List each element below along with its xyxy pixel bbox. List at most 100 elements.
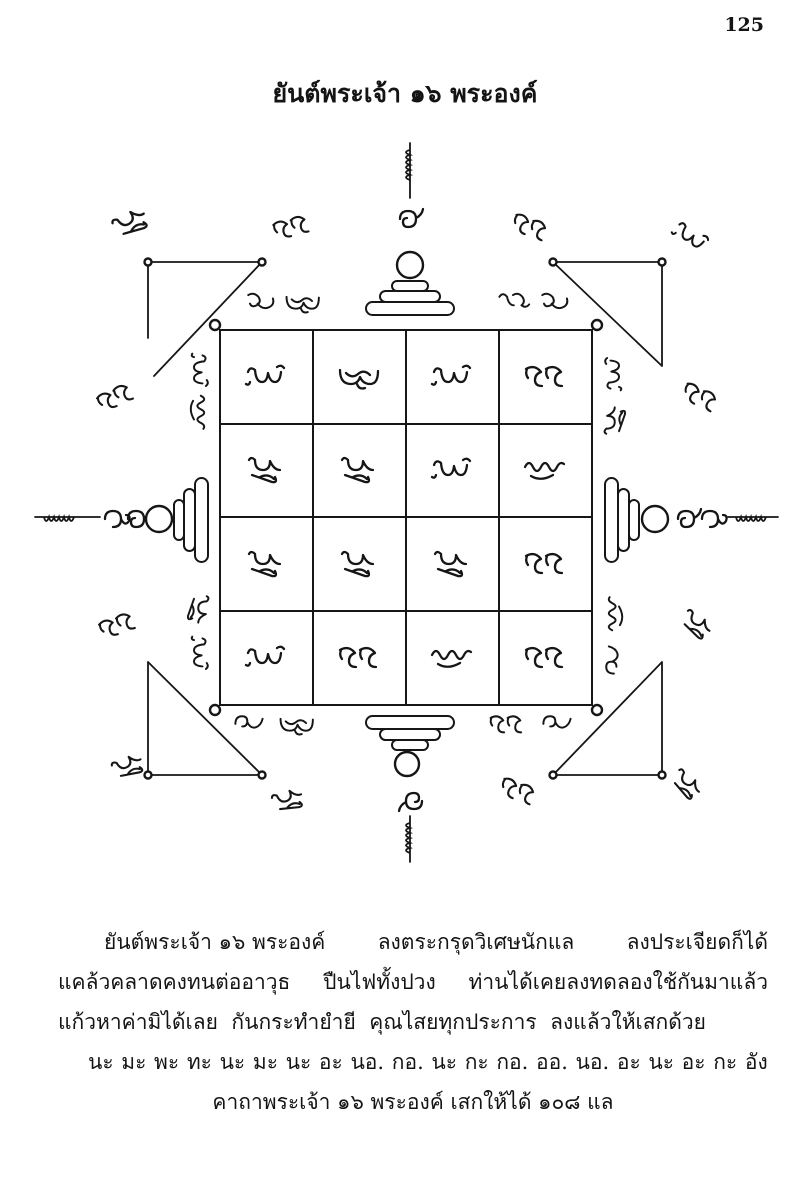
mantra-syllable: ออ. <box>535 1049 568 1074</box>
triangle-end-loop <box>257 770 267 780</box>
khom-sigil-icon <box>670 217 711 254</box>
page-number: 125 <box>724 14 764 36</box>
khom-sigil-icon <box>247 456 282 484</box>
text-segment: ลงประเจียดก็ได้ <box>626 929 768 954</box>
khom-sigil-icon <box>678 608 716 642</box>
left-pedestal-tier <box>173 499 185 541</box>
khom-sigil-icon <box>338 368 380 390</box>
text-segment: แก้วหาค่ามิได้เลย <box>58 1009 218 1034</box>
khom-sigil-icon <box>109 748 147 784</box>
top-pedestal-tier <box>365 301 455 316</box>
khom-sigil-icon <box>607 596 624 632</box>
triangle-end-loop <box>143 770 153 780</box>
mantra-syllable: กะ <box>464 1049 489 1074</box>
mantra-syllable: กะ <box>713 1049 738 1074</box>
khom-sigil-icon <box>430 649 473 668</box>
left-orb <box>144 504 174 534</box>
khom-sigil-icon <box>95 382 134 414</box>
grid-corner-loop <box>208 703 222 717</box>
khom-sigil-icon <box>234 715 264 729</box>
top-orb <box>395 250 425 280</box>
khom-sigil-icon <box>110 202 152 243</box>
grid-cell <box>498 329 593 425</box>
khom-sigil-icon <box>433 550 468 578</box>
khom-sigil-icon <box>270 783 307 818</box>
text-segment: ปืนไฟทั้งปวง <box>323 969 436 994</box>
grid-cell <box>405 610 500 706</box>
khom-sigil-icon <box>430 457 472 479</box>
mantra-syllable: นะ <box>648 1049 675 1074</box>
khom-sigil-icon <box>338 646 378 669</box>
right-numeral-sigil-icon <box>700 509 728 529</box>
bottom-left-triangle <box>143 661 267 780</box>
right-arm <box>604 477 779 563</box>
bottom-right-triangle <box>548 661 667 780</box>
khom-sigil-icon <box>244 364 286 386</box>
bottom-arm <box>365 715 455 863</box>
text-segment: แคล้วคลาดคงทนต่ออาวุธ <box>58 969 291 994</box>
left-numeral-sigil-icon <box>103 509 131 529</box>
page-title: ยันต์พระเจ้า ๑๖ พระองค์ <box>272 79 538 108</box>
mantra-syllable: นะ <box>88 1049 114 1074</box>
grid-corner-loop <box>590 318 604 332</box>
triangle-end-loop <box>257 257 267 267</box>
yantra-grid <box>208 318 604 717</box>
triangle-lines <box>552 661 663 776</box>
text-segment: ท่านได้เคยลงทดลองใช้กันมาแล้ว <box>468 969 768 994</box>
grid-corner-loop <box>590 703 604 717</box>
top-right-triangle <box>548 257 667 367</box>
left-pedestal-tier <box>194 477 209 563</box>
khom-sigil-icon <box>524 552 564 575</box>
mantra-syllable: อะ <box>681 1049 706 1074</box>
khom-sigil-icon <box>605 645 619 675</box>
left-ray <box>34 513 101 522</box>
khom-sigil-icon <box>498 776 537 806</box>
right-ray <box>727 513 779 522</box>
khom-sigil-icon <box>279 717 314 736</box>
khom-sigil-icon <box>247 550 282 578</box>
left-arm <box>34 477 209 563</box>
triangle-end-loop <box>548 257 558 267</box>
khom-sigil-icon <box>524 365 564 388</box>
mantra-syllable: อะ <box>318 1049 343 1074</box>
khom-sigil-icon <box>542 715 572 729</box>
text-segment: ลงแล้วให้เสกด้วย <box>550 1009 706 1034</box>
mantra-syllable: อะ <box>616 1049 641 1074</box>
top-pedestal-tier <box>379 290 441 303</box>
mantra-syllable: ทะ <box>186 1049 212 1074</box>
body-line: แคล้วคลาดคงทนต่ออาวุธ ปืนไฟทั้งปวง ท่านไ… <box>58 962 768 1002</box>
khom-sigil-icon <box>186 595 210 624</box>
khom-sigil-icon <box>430 364 472 386</box>
khom-sigil-icon <box>244 645 286 667</box>
text-segment: กันกระทำยำยี <box>231 1009 356 1034</box>
khom-sigil-icon <box>340 550 375 578</box>
triangle-lines <box>147 661 263 776</box>
top-arm <box>365 142 455 316</box>
mantra-line: นะมะพะทะนะมะนะอะนอ.กอ.นะกะกอ.ออ.นอ.อะนะอ… <box>58 1042 768 1082</box>
right-pedestal-tier <box>604 477 619 563</box>
khom-sigil-icon <box>523 461 566 480</box>
top-numeral-sigil-icon <box>398 207 425 229</box>
mantra-syllable: กอ. <box>496 1049 529 1074</box>
khom-sigil-icon <box>247 292 275 310</box>
closing-line: คาถาพระเจ้า ๑๖ พระองค์ เสกให้ได้ ๑๐๘ แล <box>58 1082 768 1122</box>
khom-sigil-icon <box>189 394 206 430</box>
text-segment: คุณไสยทุกประการ <box>369 1009 537 1034</box>
bottom-ray <box>405 815 414 863</box>
triangle-end-loop <box>657 257 667 267</box>
mantra-syllable: นะ <box>219 1049 246 1074</box>
body-line: แก้วหาค่ามิได้เลย กันกระทำยำยี คุณไสยทุก… <box>58 1002 768 1042</box>
triangle-lines <box>147 261 263 377</box>
bottom-pedestal-tier <box>391 739 429 751</box>
left-pedestal-tier <box>183 488 196 552</box>
bottom-numeral-sigil-icon <box>397 791 424 813</box>
right-numeral-sigil-icon <box>676 507 703 529</box>
mantra-syllable: นอ. <box>350 1049 385 1074</box>
khom-sigil-icon <box>498 292 531 308</box>
text-segment: ลงตระกรุดวิเศษนักแล <box>377 929 575 954</box>
mantra-syllable: นอ. <box>575 1049 610 1074</box>
khom-sigil-icon <box>541 292 569 310</box>
bottom-pedestal-tier <box>379 728 441 741</box>
khom-sigil-icon <box>489 715 523 734</box>
khom-sigil-icon <box>190 635 209 670</box>
